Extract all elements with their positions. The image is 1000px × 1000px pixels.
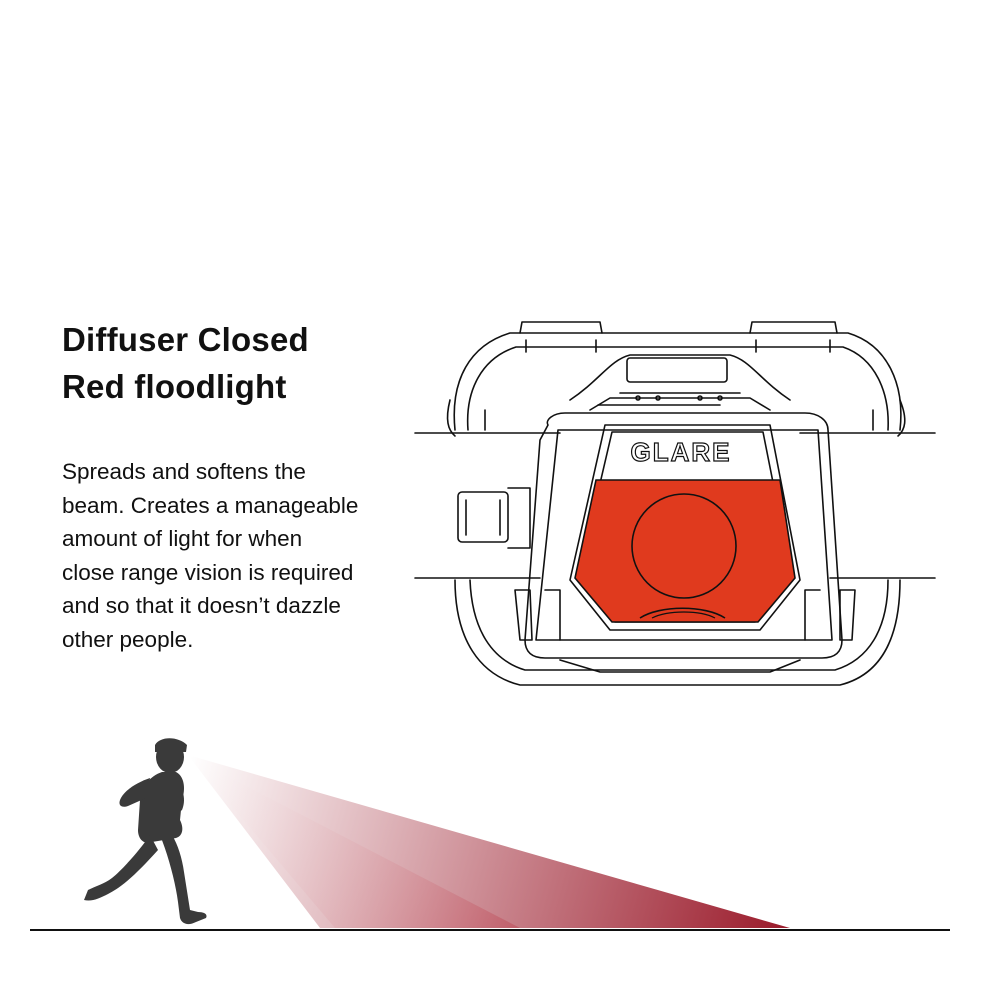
red-diffuser-lens: [574, 479, 796, 623]
description-line: other people.: [62, 626, 194, 652]
description-line: Spreads and softens the: [62, 459, 306, 484]
light-beam-inner: [190, 757, 520, 928]
description-line: amount of light for when: [62, 526, 303, 551]
runner-icon: [84, 738, 207, 925]
description-line: and so that it doesn’t dazzle: [62, 593, 341, 618]
description: Spreads and softens the beam. Creates a …: [62, 455, 402, 656]
description-line: beam. Creates a manageable: [62, 492, 359, 518]
brand-logo: GLARE: [631, 437, 732, 467]
description-line: close range vision is required: [62, 559, 354, 585]
heading-line-1: Diffuser Closed: [62, 321, 309, 358]
lens-circle: [631, 493, 737, 599]
heading-line-2: Red floodlight: [62, 368, 287, 405]
